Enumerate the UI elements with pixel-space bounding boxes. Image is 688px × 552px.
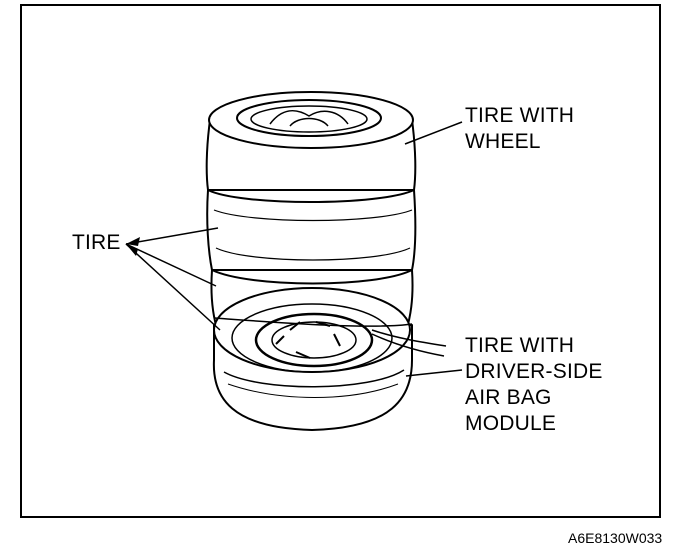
label-tire-with-airbag-2: DRIVER-SIDE <box>465 359 603 385</box>
label-tire-with-airbag-3: AIR BAG <box>465 385 552 411</box>
bottom-tire-opening <box>214 288 410 372</box>
leader-tire-1 <box>126 228 218 244</box>
label-tire-with-wheel-1: TIRE WITH <box>465 103 574 129</box>
label-tire-with-airbag-1: TIRE WITH <box>465 333 574 359</box>
figure-code: A6E8130W033 <box>568 530 662 546</box>
leader-tire-2 <box>126 244 216 286</box>
leader-tire-3 <box>126 244 220 330</box>
label-tire-with-airbag-4: MODULE <box>465 411 556 437</box>
label-tire: TIRE <box>72 230 121 256</box>
leader-airbag <box>406 370 462 376</box>
label-tire-with-wheel-2: WHEEL <box>465 129 541 155</box>
